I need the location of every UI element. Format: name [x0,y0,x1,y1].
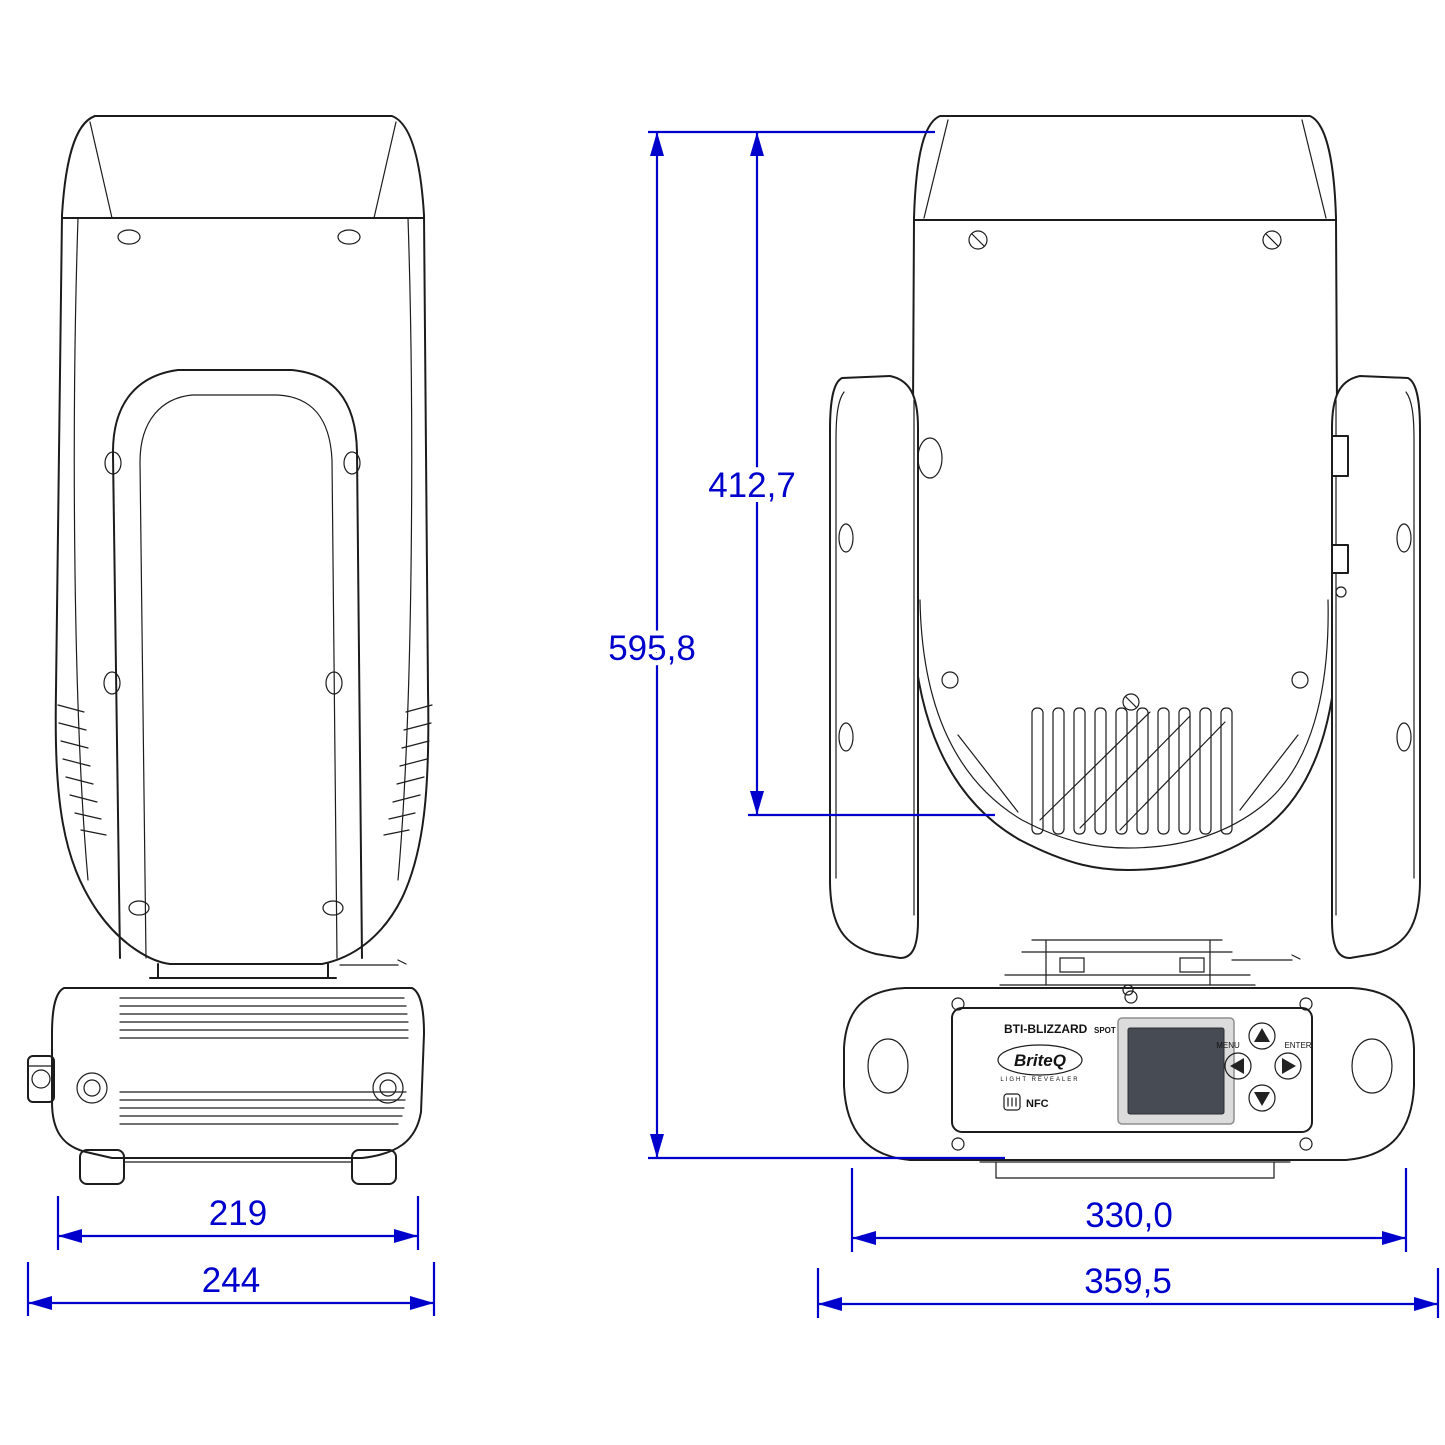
front-view-base-screws [951,990,1313,1151]
down-arrow-icon [1254,1092,1270,1106]
right-arrow-icon [1282,1058,1296,1074]
dim-label-head-height: 412,7 [708,466,796,505]
side-view-base-ribs [119,997,409,1125]
side-view-vent-gills [57,704,433,836]
dim-front-inner-width: 330,0 [850,1168,1408,1252]
panel-model-suffix: SPOT [1094,1026,1116,1035]
side-view-neck [149,959,407,979]
left-arrow-icon [1230,1058,1244,1074]
front-view-neck [999,939,1301,996]
front-view-head [911,115,1340,996]
up-arrow-icon [1254,1028,1270,1042]
side-view-base-knobs [76,1072,404,1104]
side-view-head [54,115,433,979]
dim-label-total-height: 595,8 [608,629,696,668]
dim-head-height: 412,7 [703,132,995,817]
up-button [1248,1022,1276,1050]
side-view-screws [103,229,361,916]
pan-pivot-hub [917,437,943,479]
tilt-lock-latch [1331,435,1349,477]
dim-label-side-inner: 219 [209,1194,267,1233]
down-button [1248,1084,1276,1112]
brand-logo-text: BriteQ [1014,1051,1066,1070]
front-view-head-screws [941,230,1309,689]
side-view-base [27,987,425,1185]
menu-label: MENU [1216,1041,1240,1050]
base-handle-left [867,1038,909,1094]
side-view-yoke-arch [111,369,363,959]
front-view: BTI-BLIZZARD SPOT BriteQ LIGHT REVEALER … [829,115,1421,1179]
left-button [1224,1052,1252,1080]
side-view-feet [79,1149,397,1185]
dim-label-side-outer: 244 [202,1261,260,1300]
front-view-vents [1031,693,1233,835]
nav-buttons: MENU ENTER [1216,1022,1312,1112]
nfc-icon [1003,1093,1021,1111]
panel-model-label: BTI-BLIZZARD [1004,1022,1088,1036]
brand-logo: BriteQ LIGHT REVEALER [997,1044,1083,1083]
dim-label-front-inner: 330,0 [1085,1196,1173,1235]
side-view [27,115,433,1185]
dim-label-front-outer: 359,5 [1084,1262,1172,1301]
front-view-yoke-right [1331,375,1421,959]
brand-tagline: LIGHT REVEALER [1000,1077,1079,1083]
dim-side-inner-width: 219 [56,1194,420,1250]
base-handle-right [1351,1038,1393,1094]
front-view-bottom-plate [979,1161,1291,1179]
dim-front-outer-width: 359,5 [816,1262,1440,1318]
front-view-base: BTI-BLIZZARD SPOT BriteQ LIGHT REVEALER … [843,987,1415,1179]
nfc-label: NFC [1026,1098,1049,1110]
enter-label: ENTER [1284,1041,1311,1050]
side-view-connector [27,1055,55,1103]
front-view-yoke-left [829,375,943,959]
display-screen [1117,1017,1235,1125]
dim-total-height: 595,8 [603,130,1005,1160]
dim-side-outer-width: 244 [26,1261,436,1316]
right-button [1274,1052,1302,1080]
control-panel: BTI-BLIZZARD SPOT BriteQ LIGHT REVEALER … [951,1007,1313,1133]
